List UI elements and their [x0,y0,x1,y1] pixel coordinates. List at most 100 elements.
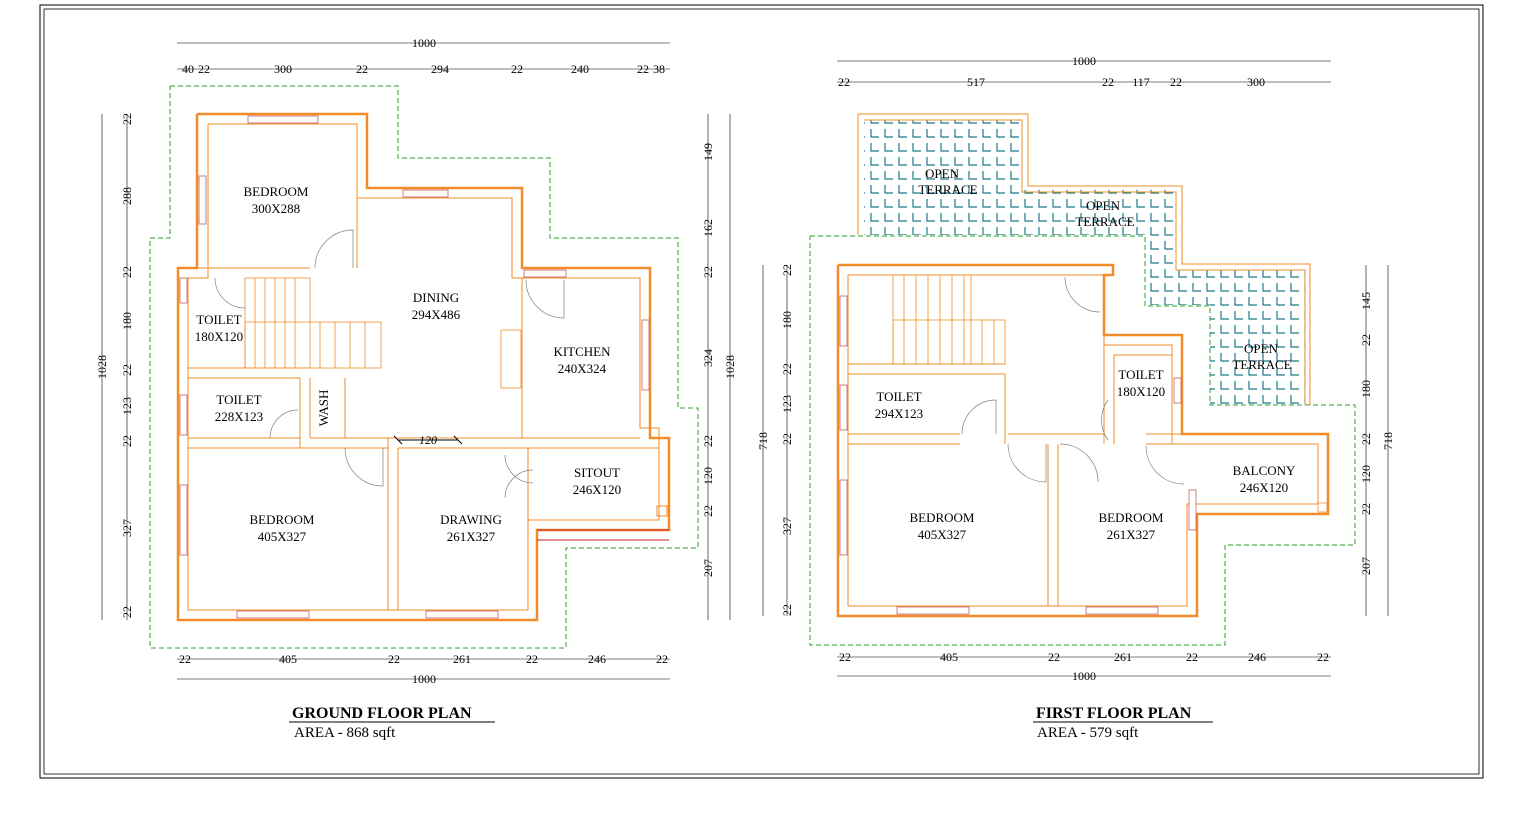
ground-passage-marker [393,435,463,445]
first-plot-boundary [809,235,1356,646]
first-balcony-size: 246X120 [1240,480,1288,495]
first-dim-right-6: 22 [1359,503,1373,515]
dim-bottom-1: 22 [179,652,191,666]
first-terrace3-line1: OPEN [1244,341,1279,356]
first-dim-top-4: 117 [1132,75,1150,89]
ground-sitout-name: SITOUT [574,465,620,480]
dim-left-5: 22 [120,364,134,376]
first-dim-right-3: 180 [1359,380,1373,398]
first-staircase [892,274,1006,365]
dim-left-4: 180 [120,312,134,330]
first-bedroom-left-name: BEDROOM [909,510,974,525]
first-floor-area: AREA - 579 sqft [1037,725,1139,741]
first-dim-top-total: 1000 [1072,54,1096,68]
ground-dining-size: 294X486 [412,307,461,322]
dim-top-9: 38 [653,62,665,76]
first-balcony-post [1317,502,1328,513]
first-dims-left: 22 180 22 123 22 327 22 [780,264,794,616]
ground-floor-area: AREA - 868 sqft [294,725,396,741]
ground-dim-right-total: 1028 [723,355,737,379]
first-dimension-lines [762,60,1389,677]
first-windows [839,295,1197,615]
first-dim-left-5: 22 [780,433,794,445]
dim-left-2: 288 [120,187,134,205]
ground-bedroom-top-size: 300X288 [252,201,300,216]
dim-bottom-6: 246 [588,652,606,666]
dim-top-3: 300 [274,62,292,76]
first-terrace-parapet-outer [858,113,1311,405]
ground-floor-plan: 120 BEDROOM 300X288 DINING 294X486 TOILE… [95,36,737,741]
ground-drawing-size: 261X327 [447,529,496,544]
ground-dims-bottom: 22 405 22 261 22 246 22 [179,652,668,666]
first-dim-bottom-total: 1000 [1072,669,1096,683]
ground-staircase [244,277,522,389]
ground-dims-top: 40 22 300 22 294 22 240 22 38 [182,62,665,76]
first-bedroom-left-size: 405X327 [918,527,967,542]
first-dim-right-4: 22 [1359,433,1373,445]
ground-sitout-size: 246X120 [573,482,621,497]
first-door-swings [961,276,1185,485]
ground-floor-title: GROUND FLOOR PLAN [292,705,472,722]
ground-dining-name: DINING [413,290,459,305]
first-dim-bottom-2: 405 [940,650,958,664]
ground-plot-boundary [149,85,699,649]
first-floor-plan: OPEN TERRACE OPEN TERRACE OPEN TERRACE T… [756,54,1395,741]
dim-right-3: 22 [701,266,715,278]
sheet-border-outer [39,4,1484,779]
ground-dim-left-total: 1028 [95,355,109,379]
dim-bottom-7: 22 [656,652,668,666]
dim-top-8: 22 [637,62,649,76]
first-dim-left-1: 22 [780,264,794,276]
first-dim-bottom-1: 22 [839,650,851,664]
dim-right-8: 207 [701,559,715,577]
first-dim-left-3: 22 [780,363,794,375]
first-dim-right-2: 22 [1359,334,1373,346]
ground-outer-wall [176,112,671,622]
dim-right-2: 162 [701,219,715,237]
first-dim-top-3: 22 [1102,75,1114,89]
ground-kitchen-size: 240X324 [558,361,607,376]
first-dim-right-5: 120 [1359,465,1373,483]
sheet-border-inner [43,8,1480,775]
first-dims-right: 145 22 180 22 120 22 207 [1359,292,1373,575]
first-bedroom-right-name: BEDROOM [1098,510,1163,525]
dim-left-8: 327 [120,519,134,537]
ground-dimension-lines [101,42,731,680]
dim-right-6: 120 [701,467,715,485]
first-dim-bottom-5: 22 [1186,650,1198,664]
dim-right-5: 22 [701,435,715,447]
dim-left-9: 22 [120,606,134,618]
first-dim-right-7: 207 [1359,557,1373,575]
dim-top-2: 22 [198,62,210,76]
ground-door-swings [214,229,565,499]
ground-dims-right: 149 162 22 324 22 120 22 207 [701,143,715,577]
first-terrace-parapet-inner [864,119,1306,405]
ground-inner-wall [187,123,660,611]
ground-windows [179,115,650,619]
first-terrace1-line1: OPEN [925,166,960,181]
first-dim-bottom-7: 22 [1317,650,1329,664]
dim-bottom-4: 261 [453,652,471,666]
dim-right-4: 324 [701,349,715,367]
first-terrace1-line2: TERRACE [918,182,977,197]
first-inner-wall [847,274,1319,607]
dim-top-4: 22 [356,62,368,76]
first-dim-top-2: 517 [967,75,985,89]
first-dims-bottom: 22 405 22 261 22 246 22 [839,650,1329,664]
dim-bottom-5: 22 [526,652,538,666]
first-terrace3-line2: TERRACE [1232,357,1291,372]
first-dim-bottom-4: 261 [1114,650,1132,664]
first-toilet-left-size: 294X123 [875,406,923,421]
first-dim-left-4: 123 [780,395,794,413]
first-dim-top-5: 22 [1170,75,1182,89]
first-dim-left-total: 718 [756,432,770,450]
ground-toilet2-name: TOILET [216,392,261,407]
ground-dim-bottom-total: 1000 [412,672,436,686]
first-toilet-left-name: TOILET [876,389,921,404]
first-dim-bottom-3: 22 [1048,650,1060,664]
first-dim-top-6: 300 [1247,75,1265,89]
first-toilet-right-size: 180X120 [1117,384,1165,399]
dim-left-6: 123 [120,397,134,415]
first-balcony-name: BALCONY [1233,463,1296,478]
dim-top-1: 40 [182,62,194,76]
